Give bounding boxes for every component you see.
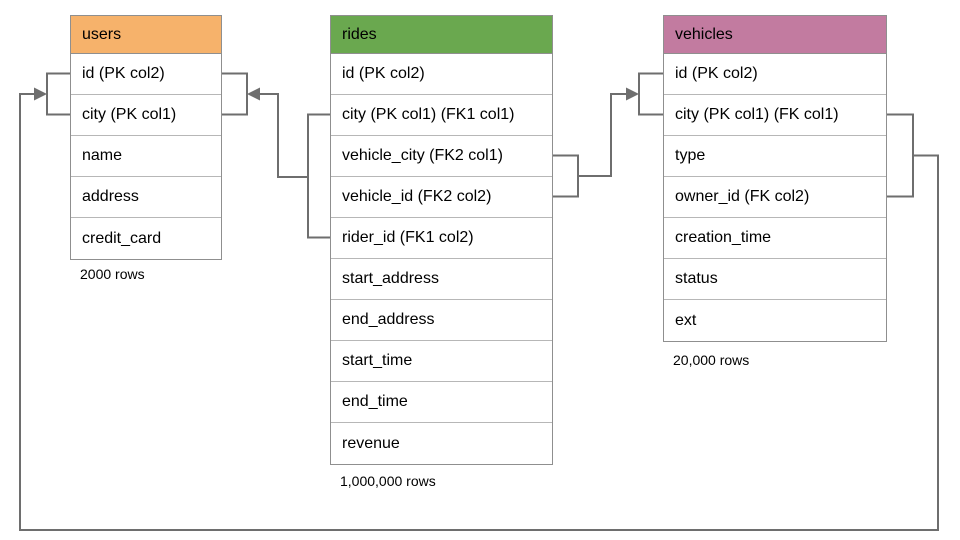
table-row: ext [675, 311, 697, 329]
arrowhead-to-vehicles [626, 87, 639, 101]
table-row: id (PK col2) [331, 54, 552, 95]
users-pk-bracket-right [222, 72, 248, 116]
table-row: creation_time [664, 218, 886, 259]
rides-to-users-line [251, 93, 308, 178]
table-rows: id (PK col2)city (PK col1) (FK1 col1)veh… [331, 54, 552, 464]
table-header: users [71, 16, 221, 54]
relationship-rides-to-vehicles [553, 72, 663, 198]
rides-fk1-bracket [307, 113, 330, 239]
table-row: revenue [342, 434, 400, 452]
vehicles-fk-bracket [887, 113, 914, 198]
rides-fk2-bracket [553, 154, 579, 198]
vehicles-pk-bracket-left [638, 72, 663, 116]
table-rows: id (PK col2)city (PK col1) (FK col1)type… [664, 54, 886, 341]
table-row: address [71, 177, 221, 218]
table-header: vehicles [664, 16, 886, 54]
arrowhead-to-users-right [247, 87, 260, 101]
vehicles-to-users-line [19, 93, 939, 531]
table-title: rides [342, 25, 377, 43]
table-vehicles: vehicles id (PK col2)city (PK col1) (FK … [663, 15, 887, 342]
relationship-rides-to-users [222, 72, 330, 239]
table-row: city (PK col1) (FK1 col1) [331, 95, 552, 136]
table-row: end_time [331, 382, 552, 423]
row-count: 1,000,000 rows [340, 473, 436, 489]
table-row: city (PK col1) (FK col1) [664, 95, 886, 136]
table-title: vehicles [675, 25, 733, 43]
table-row: end_address [331, 300, 552, 341]
table-row: vehicle_city (FK2 col1) [331, 136, 552, 177]
table-row: id (PK col2) [664, 54, 886, 95]
arrowhead-to-users-left [34, 87, 47, 101]
row-count: 2000 rows [80, 266, 145, 282]
users-pk-bracket-left [46, 72, 70, 116]
table-row: status [664, 259, 886, 300]
rides-to-vehicles-line [578, 93, 630, 177]
table-title: users [82, 25, 122, 43]
table-row: rider_id (FK1 col2) [331, 218, 552, 259]
table-header: rides [331, 16, 552, 54]
table-row: vehicle_id (FK2 col2) [331, 177, 552, 218]
table-row: type [664, 136, 886, 177]
table-row: name [71, 136, 221, 177]
table-row: city (PK col1) [71, 95, 221, 136]
table-rides: rides id (PK col2)city (PK col1) (FK1 co… [330, 15, 553, 465]
table-row: credit_card [82, 229, 162, 247]
table-row: owner_id (FK col2) [664, 177, 886, 218]
table-row: start_time [331, 341, 552, 382]
table-row: start_address [331, 259, 552, 300]
table-row: id (PK col2) [71, 54, 221, 95]
row-count: 20,000 rows [673, 352, 750, 368]
relationship-vehicles-to-users [19, 72, 939, 531]
